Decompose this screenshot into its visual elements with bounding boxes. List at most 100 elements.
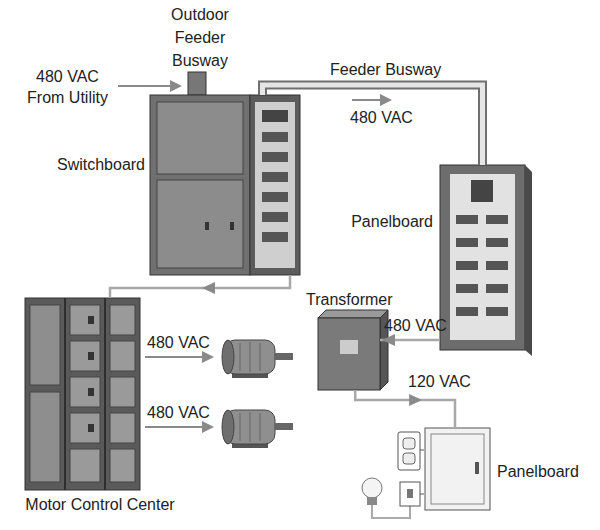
feed-line — [355, 390, 455, 428]
breaker — [262, 110, 288, 122]
breaker — [486, 307, 508, 316]
arrow-head — [202, 421, 214, 433]
bucket-door — [110, 449, 135, 482]
breaker — [456, 284, 478, 293]
motor-fin — [250, 412, 251, 442]
breaker — [486, 238, 508, 247]
outlet-face — [403, 438, 415, 449]
equipment-node: Transformer — [318, 318, 380, 390]
voltage-label: 480 VAC — [350, 108, 430, 128]
lamp-symbol — [362, 478, 382, 498]
feed-line — [110, 275, 290, 298]
bucket-door — [70, 305, 100, 335]
voltage-label: 480 VAC From Utility — [20, 66, 115, 108]
edge-label: Feeder Busway — [330, 60, 470, 80]
flow-arrow — [118, 85, 172, 87]
arrow-head — [380, 94, 392, 106]
outlet-face — [403, 453, 415, 464]
bucket-door — [70, 341, 100, 371]
door-handle — [205, 222, 209, 230]
switch-symbol — [400, 482, 420, 506]
wire — [420, 493, 425, 495]
bucket-door — [110, 341, 135, 371]
flow-arrows — [118, 80, 392, 433]
panel-handle — [475, 462, 479, 474]
motor-control-center-drawing — [25, 298, 140, 490]
voltage-label: 480 VAC — [147, 403, 227, 423]
arrow-head — [202, 351, 214, 363]
equipment-label: Panelboard — [328, 212, 433, 231]
bucket-door — [30, 305, 60, 385]
equipment-label: Panelboard — [497, 462, 597, 481]
motor-fin — [260, 343, 261, 371]
door-handle — [230, 222, 234, 230]
motor-shaft — [275, 423, 293, 430]
equipment-node: Panelboard — [425, 428, 490, 510]
breaker-panel — [450, 174, 515, 340]
feed-wire — [355, 390, 455, 428]
lamp-base — [367, 497, 377, 505]
busway-casing — [263, 85, 483, 165]
bucket-door — [70, 449, 100, 482]
breaker — [456, 215, 478, 224]
breaker — [262, 132, 288, 142]
breaker — [262, 192, 288, 202]
panel-box — [425, 428, 490, 510]
cabinet-side — [525, 165, 532, 356]
bucket-door — [110, 377, 135, 407]
equipment-label: Switchboard — [50, 155, 145, 174]
branch-panel-drawing — [425, 428, 490, 510]
motor-fin — [250, 342, 251, 372]
motor-fin — [240, 343, 241, 371]
wire — [420, 449, 425, 451]
bucket-door — [70, 377, 100, 407]
equipment-node: Panelboard — [440, 165, 525, 350]
breaker — [262, 212, 288, 222]
cabinet-door — [157, 180, 243, 268]
voltage-label: Outdoor Feeder Busway — [150, 3, 250, 72]
cabinet — [25, 298, 140, 490]
breaker — [262, 232, 288, 242]
voltage-label: 480 VAC — [147, 333, 227, 353]
feed-line — [380, 334, 440, 346]
motor-shaft — [275, 353, 293, 360]
breaker — [486, 284, 508, 293]
edge-label: 120 VAC — [408, 372, 478, 392]
equipment-label: Transformer — [306, 290, 406, 309]
transformer-drawing — [318, 310, 388, 390]
motor-fin — [260, 413, 261, 441]
breaker — [262, 172, 288, 182]
equipment-node: Switchboard — [150, 95, 300, 275]
flow-arrow — [145, 426, 204, 428]
switchboard-drawing — [150, 72, 300, 275]
breaker — [486, 261, 508, 270]
bucket-door — [70, 413, 100, 443]
flow-arrow — [352, 99, 382, 101]
edge-label: 480 VAC — [384, 316, 454, 336]
motor-end — [222, 340, 234, 374]
arrow-head — [170, 80, 182, 92]
breaker — [456, 307, 478, 316]
arrow-head — [382, 334, 395, 346]
breaker — [456, 261, 478, 270]
column-divider — [104, 298, 106, 490]
transformer-top — [318, 310, 388, 318]
nameplate — [340, 340, 358, 354]
switch-toggle — [407, 489, 413, 498]
equipment-node: Motor Control Center — [25, 298, 140, 490]
motor-symbol — [222, 340, 293, 378]
column-divider — [64, 298, 66, 490]
bucket-door — [30, 392, 60, 482]
cabinet — [250, 95, 300, 275]
arrow-head — [409, 394, 422, 406]
breaker-panel — [255, 102, 295, 268]
motor-end — [222, 410, 234, 444]
bucket-handle — [88, 352, 94, 360]
busway-core — [263, 85, 483, 165]
wire — [372, 505, 410, 518]
arrow-head — [202, 282, 215, 294]
feed-wire — [110, 275, 290, 298]
cabinet — [150, 95, 250, 275]
flow-arrow — [145, 356, 204, 358]
feeder-busway — [263, 85, 483, 165]
